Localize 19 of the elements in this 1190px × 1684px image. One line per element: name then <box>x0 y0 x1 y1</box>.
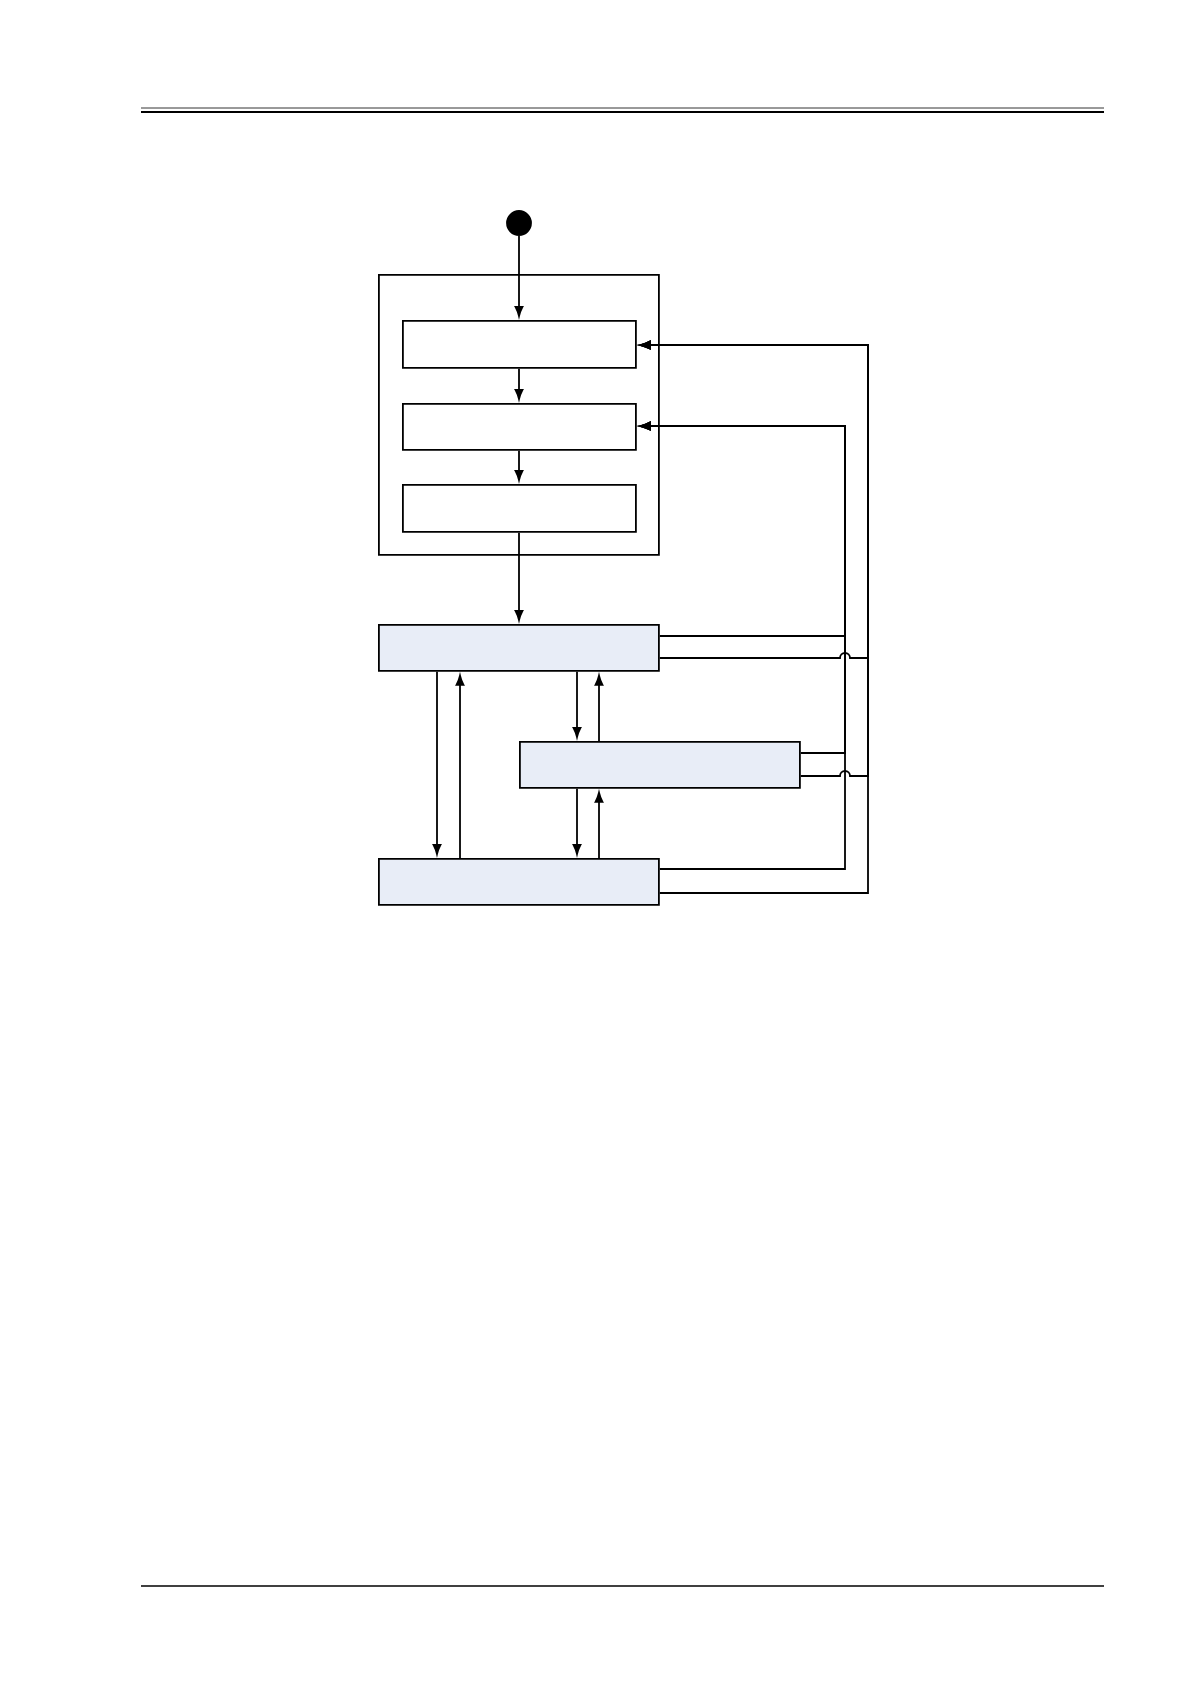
arrow <box>514 367 524 400</box>
arrow <box>594 791 604 859</box>
arrow <box>639 421 846 870</box>
arrow <box>514 235 524 317</box>
arrow <box>455 674 465 859</box>
state-box <box>402 320 637 369</box>
arrow <box>572 787 582 855</box>
state-box <box>402 484 637 533</box>
arrow <box>572 670 582 739</box>
state-box <box>378 624 660 672</box>
arrow <box>432 670 442 855</box>
state-box <box>519 741 801 789</box>
arrow <box>514 531 524 621</box>
arrow <box>594 674 604 742</box>
arrow <box>514 449 524 481</box>
start-dot <box>506 210 532 236</box>
arrow <box>639 340 869 894</box>
state-box <box>402 403 637 451</box>
state-box <box>378 858 660 906</box>
